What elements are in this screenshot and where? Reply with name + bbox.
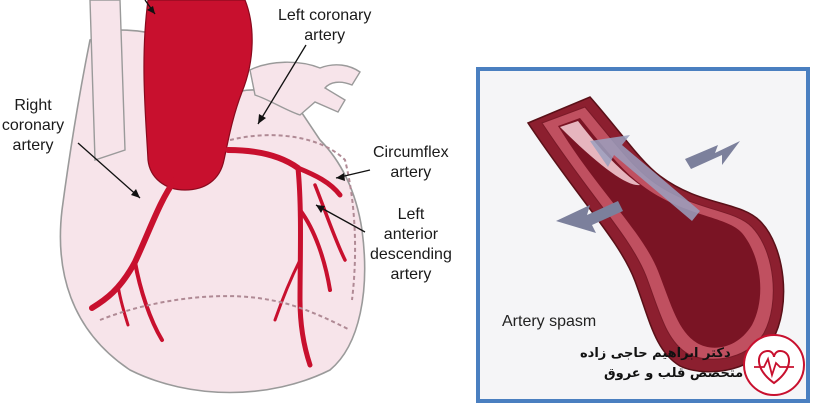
leader-top-head: [147, 6, 155, 14]
posterior-vessel-dashed-2: [229, 134, 357, 301]
leader-lad: [315, 204, 366, 233]
right-coronary-branch: [133, 260, 164, 342]
artery-lumen: [558, 118, 761, 348]
lad-branch: [295, 165, 313, 368]
lad-diagonal-1: [298, 208, 332, 292]
label-artery-spasm: Artery spasm: [502, 313, 597, 330]
left-main-coronary: [225, 147, 301, 171]
leader-right-coronary: [77, 142, 141, 199]
leader-right-coronary-head: [131, 189, 140, 198]
leader-circumflex-head: [336, 173, 345, 181]
leader-lad-head: [316, 205, 325, 213]
watermark-line-1: دکتر ابراهیم حاجی زاده: [580, 346, 731, 361]
right-coronary-branch-2: [116, 283, 130, 327]
lad-diagonal-3: [273, 258, 302, 322]
leader-left-coronary: [257, 44, 307, 125]
leader-left-coronary-head: [258, 114, 266, 124]
heart-logo-icon: [743, 334, 805, 396]
compression-arrow-lower-icon: [556, 201, 623, 233]
lad-diagonal-2: [313, 183, 347, 262]
pulmonary-vessels: [249, 61, 361, 116]
circumflex-branch: [295, 165, 343, 198]
posterior-vessel-dashed: [99, 295, 351, 331]
compression-arrow-upper-icon: [685, 141, 740, 169]
aorta: [143, 0, 253, 191]
flow-arrow-icon: [590, 135, 700, 221]
vena-cava: [89, 0, 126, 161]
watermark-line-2: متخصص قلب و عروق: [604, 366, 744, 381]
spasm-illustration: [526, 96, 785, 373]
heart-outline: [59, 29, 366, 394]
